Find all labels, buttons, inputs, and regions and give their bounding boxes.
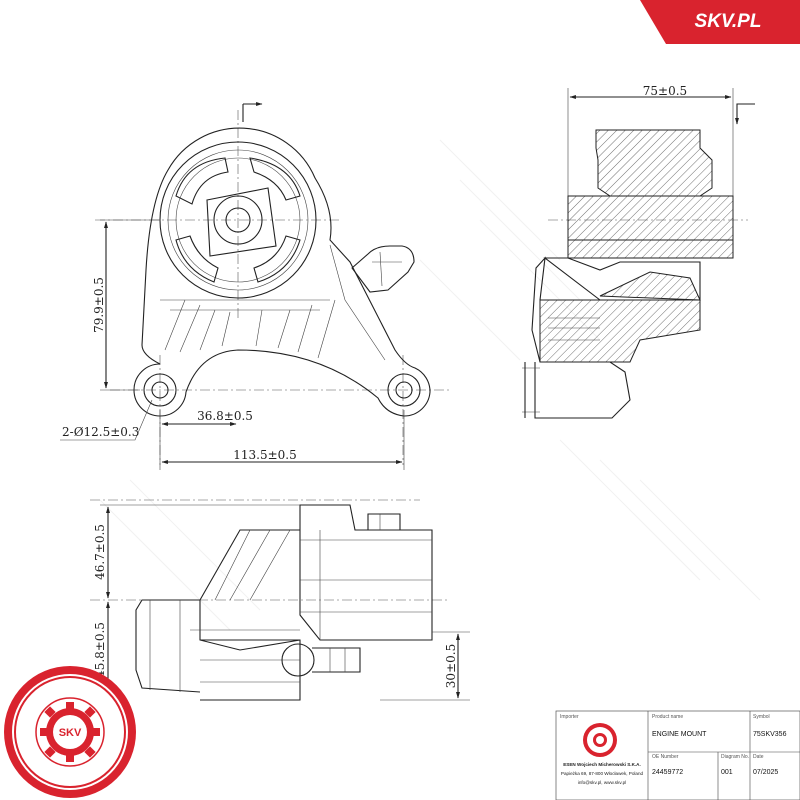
dim-hole-spec: 2-Ø12.5±0.3: [62, 425, 139, 439]
stamp-center-text: SKV: [59, 727, 82, 739]
symbol-value: 75SKV356: [753, 731, 787, 738]
gear-icon: [40, 702, 100, 762]
dim-top-width: 75±0.5: [643, 84, 687, 98]
watermark: [99, 139, 761, 631]
company-name: ESEN Wojciech Micherowski S.K.A.: [563, 762, 641, 767]
diagram-label: Diagram No.: [721, 754, 749, 760]
dim-side-lower: 45.8±0.5: [93, 622, 107, 678]
date-label: Date: [753, 754, 764, 760]
date-value: 07/2025: [753, 769, 778, 776]
product-name: ENGINE MOUNT: [652, 731, 707, 738]
diagram-number: 001: [721, 769, 733, 776]
symbol-label: Symbol: [753, 714, 770, 720]
mini-stamp-icon: [583, 723, 617, 757]
dim-total-width: 113.5±0.5: [233, 448, 297, 462]
front-view: [60, 104, 450, 470]
company-address: Papieżka 69, 87-800 Włocławek, Poland: [561, 771, 644, 776]
title-block: Importer ESEN Wojciech Micherowski S.K.A…: [555, 710, 800, 800]
section-view: [522, 88, 755, 419]
quality-stamp: SKV AFTERMARKET PRICE · OF QUALITY AUTO …: [0, 0, 136, 798]
importer-label: Importer: [560, 714, 579, 720]
dim-half-span: 36.8±0.5: [197, 409, 253, 423]
dim-side-height: 46.7±0.5: [93, 524, 107, 580]
company-contact: info@skv.pl, www.skv.pl: [578, 780, 626, 785]
oe-label: OE Number: [652, 754, 679, 760]
dim-bottom-height: 30±0.5: [444, 644, 458, 688]
brand-banner: SKV.PL: [640, 0, 800, 44]
product-name-label: Product name: [652, 714, 683, 720]
oe-number: 24459772: [652, 769, 683, 776]
side-view: [90, 499, 470, 701]
dim-height-left: 79.9±0.5: [92, 277, 106, 333]
dimension-labels: 75±0.5 79.9±0.5 2-Ø12.5±0.3 36.8±0.5 113…: [62, 84, 687, 688]
brand-logo-text: SKV.PL: [695, 11, 762, 32]
